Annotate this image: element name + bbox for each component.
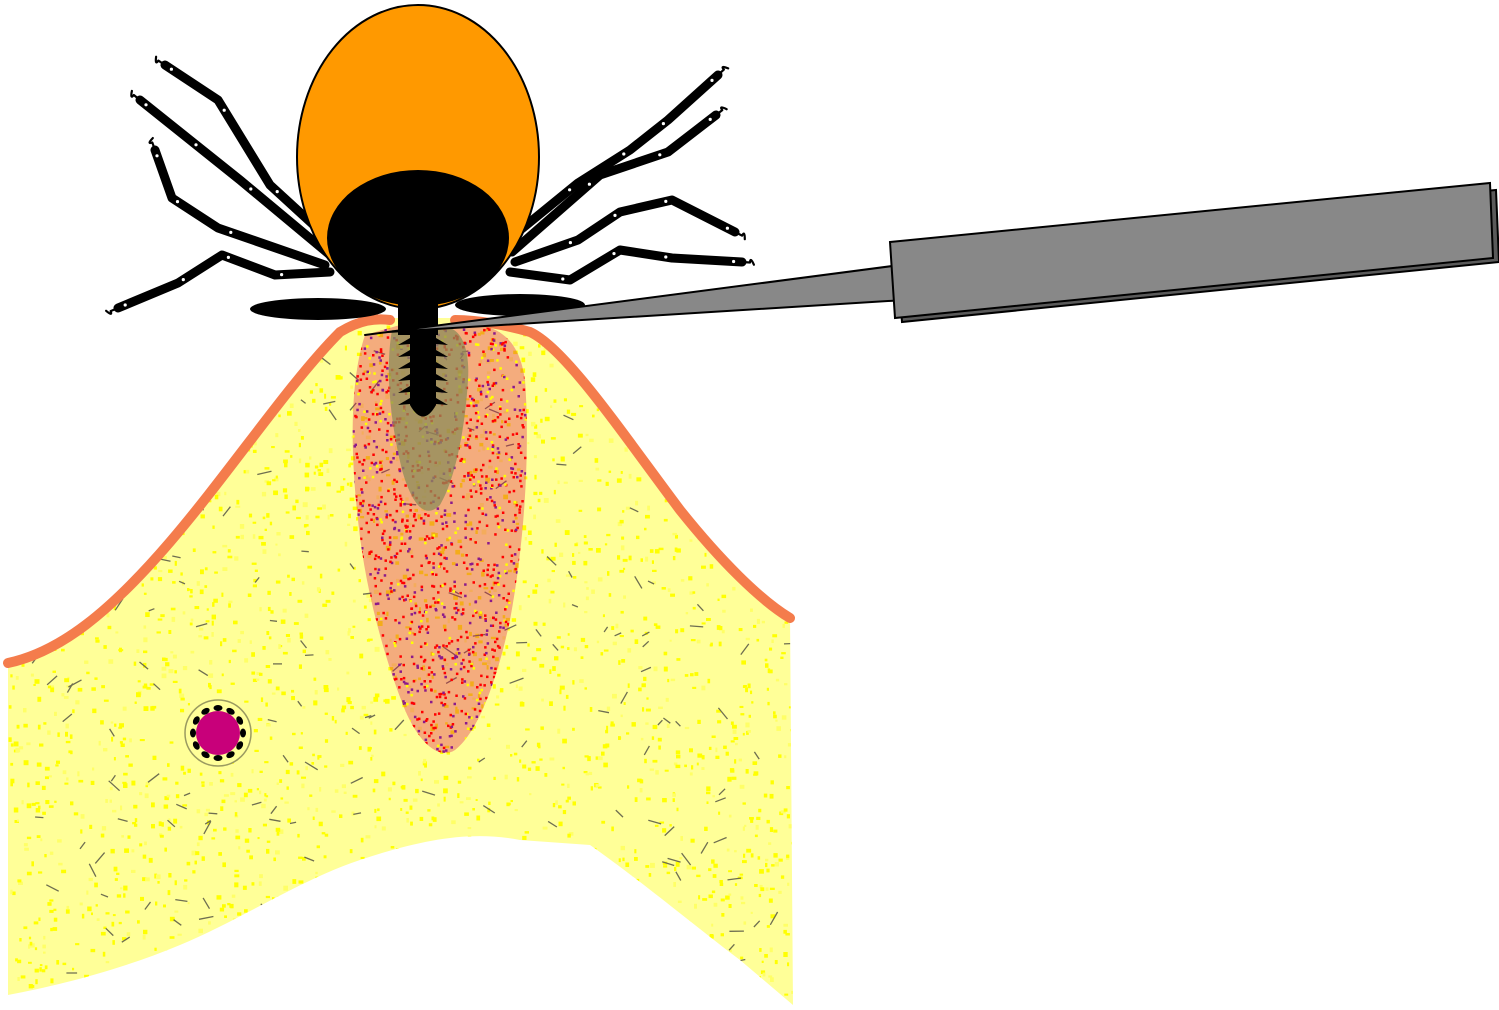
tweezers-handle xyxy=(890,183,1493,318)
tick-palp-left xyxy=(250,298,386,320)
tick-scutum xyxy=(327,170,509,306)
blood-vessel-icon xyxy=(185,700,251,766)
tick-icon xyxy=(106,5,754,417)
